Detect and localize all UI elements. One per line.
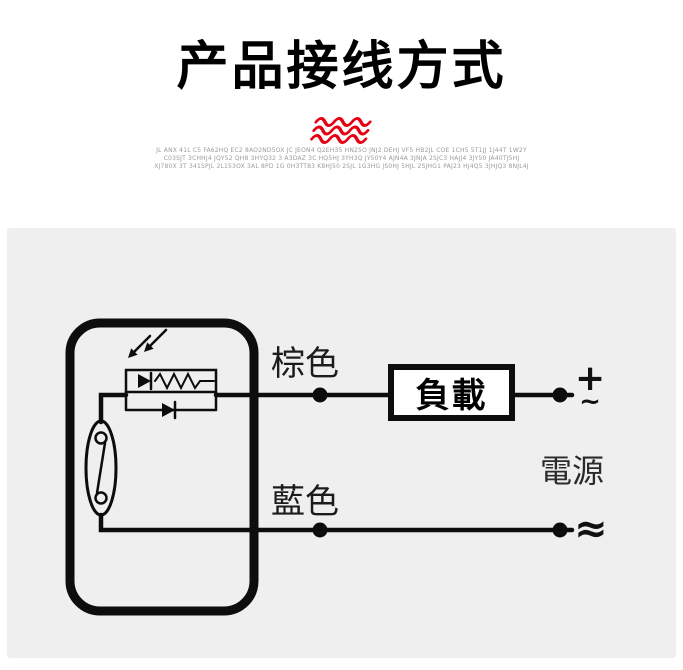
led-diode-icon xyxy=(138,374,151,388)
fine-print-line: C03SJT 3CHHJ4 JQY52 QH8 3HYQ32 3 A3DAZ 3… xyxy=(163,155,520,162)
resistor-icon xyxy=(154,371,215,391)
tilde-symbol: ~ xyxy=(579,387,601,417)
fine-print: JL ANX 41L C5 FA62HQ EC2 8AO2ND5OX JC JE… xyxy=(132,147,552,171)
led-arrows-icon xyxy=(128,328,168,358)
fine-print-line: XJ780X 3T 341SPJL 2L153OX 3AL 8PD 1G 0H3… xyxy=(154,163,529,170)
red-squiggle-icon xyxy=(309,117,372,144)
reed-switch-icon xyxy=(84,419,118,517)
diagram-panel xyxy=(7,228,676,658)
page-title: 产品接线方式 xyxy=(176,37,507,97)
load-label: 負載 xyxy=(415,376,488,416)
diode-icon xyxy=(162,403,175,417)
led-resistor-network xyxy=(124,328,218,420)
top-wire-label: 棕色 xyxy=(271,344,339,384)
sensor-body-outline xyxy=(65,318,259,616)
load-box: 負載 xyxy=(388,364,515,421)
power-supply-label: 電源 xyxy=(540,452,605,490)
terminal-positive: + ~ xyxy=(575,358,606,417)
bottom-wire xyxy=(98,512,575,533)
junction-dots xyxy=(312,387,568,538)
left-internal-wire xyxy=(98,392,129,425)
terminal-ac: ≈ xyxy=(574,506,608,552)
plus-symbol: + xyxy=(575,358,606,399)
fine-print-line: JL ANX 41L C5 FA62HQ EC2 8AO2ND5OX JC JE… xyxy=(156,147,527,154)
bottom-wire-label: 藍色 xyxy=(271,482,339,522)
